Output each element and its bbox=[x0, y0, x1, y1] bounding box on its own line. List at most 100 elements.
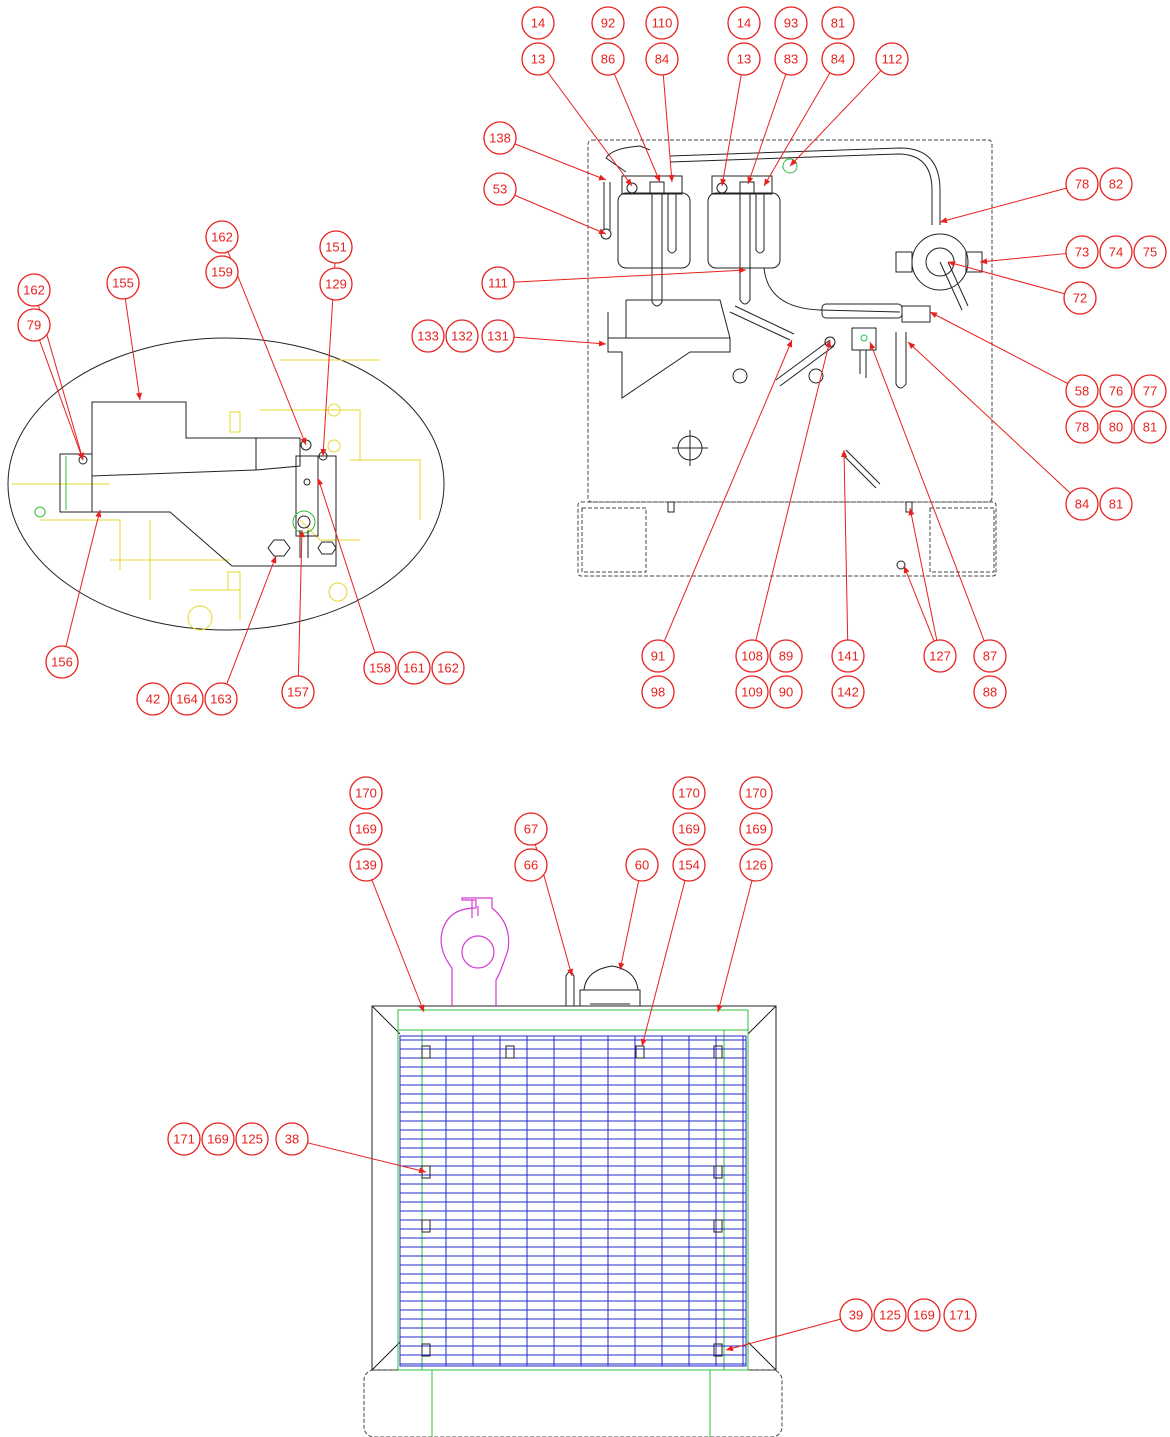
callout-balloon: 110 bbox=[645, 6, 679, 40]
callout-balloon: 84 bbox=[821, 42, 855, 76]
balloon-circle bbox=[1065, 410, 1099, 444]
balloon-circle bbox=[514, 812, 548, 846]
leader-arrowhead bbox=[841, 450, 848, 458]
balloon-circle bbox=[875, 42, 909, 76]
leader-arrowhead bbox=[668, 174, 675, 182]
callout-balloon: 76 bbox=[1099, 374, 1133, 408]
leader-line bbox=[717, 880, 753, 1013]
balloon-circle bbox=[821, 6, 855, 40]
balloon-circle bbox=[735, 675, 769, 709]
balloon-label: 93 bbox=[784, 16, 798, 31]
callout-balloon: 84 bbox=[645, 42, 679, 76]
balloon-label: 66 bbox=[524, 858, 538, 873]
mounting-bolt bbox=[713, 1045, 723, 1059]
callout-balloon: 141 bbox=[831, 639, 865, 673]
leader-line bbox=[939, 187, 1067, 223]
balloon-circle bbox=[363, 651, 397, 685]
callout-balloon: 84 bbox=[1065, 487, 1099, 521]
leader-line bbox=[613, 73, 661, 183]
balloon-circle bbox=[319, 230, 353, 264]
balloon-circle bbox=[205, 255, 239, 289]
callout-balloon: 161 bbox=[397, 651, 431, 685]
callout-balloon: 81 bbox=[821, 6, 855, 40]
callout-balloon: 81 bbox=[1099, 487, 1133, 521]
balloon-circle bbox=[481, 266, 515, 300]
leader-line bbox=[725, 1318, 841, 1351]
balloon-circle bbox=[672, 812, 706, 846]
leader-line bbox=[307, 1142, 427, 1173]
balloon-label: 80 bbox=[1109, 420, 1123, 435]
callout-balloon: 169 bbox=[672, 812, 706, 846]
balloon-circle bbox=[1099, 410, 1133, 444]
balloon-circle bbox=[483, 172, 517, 206]
balloon-circle bbox=[873, 1298, 907, 1332]
balloon-circle bbox=[235, 1122, 269, 1156]
balloon-label: 129 bbox=[325, 277, 347, 292]
leader-line bbox=[227, 251, 307, 446]
balloon-circle bbox=[739, 812, 773, 846]
callout-balloon: 164 bbox=[170, 682, 204, 716]
leader-arrowhead bbox=[567, 968, 574, 976]
leader-arrowhead bbox=[598, 174, 606, 181]
callout-balloon: 109 bbox=[735, 675, 769, 709]
balloon-label: 109 bbox=[741, 685, 763, 700]
callout-balloon: 78 bbox=[1065, 410, 1099, 444]
balloon-circle bbox=[1065, 235, 1099, 269]
balloon-circle bbox=[831, 675, 865, 709]
callout-balloon: 162 bbox=[17, 273, 51, 307]
balloon-circle bbox=[821, 42, 855, 76]
callout-balloon: 67 bbox=[514, 812, 548, 846]
callout-balloon: 151 bbox=[319, 230, 353, 264]
leader-line bbox=[514, 143, 607, 181]
leader-arrowhead bbox=[317, 478, 324, 486]
leader-line bbox=[641, 880, 686, 1047]
balloon-label: 162 bbox=[23, 283, 45, 298]
callout-balloon: 129 bbox=[319, 267, 353, 301]
balloon-circle bbox=[739, 848, 773, 882]
balloon-label: 138 bbox=[489, 131, 511, 146]
callout-balloon: 79 bbox=[17, 308, 51, 342]
balloon-label: 141 bbox=[837, 649, 859, 664]
balloon-circle bbox=[319, 267, 353, 301]
balloon-circle bbox=[591, 6, 625, 40]
leader-arrowhead bbox=[598, 340, 606, 347]
callout-balloon: 83 bbox=[774, 42, 808, 76]
leader-line bbox=[513, 336, 607, 345]
balloon-circle bbox=[205, 220, 239, 254]
callout-balloon: 162 bbox=[431, 651, 465, 685]
callout-balloon: 169 bbox=[907, 1298, 941, 1332]
leader-arrowhead bbox=[77, 452, 84, 460]
balloon-circle bbox=[45, 645, 79, 679]
balloon-label: 84 bbox=[655, 52, 669, 67]
leader-line bbox=[907, 341, 1071, 494]
balloon-label: 73 bbox=[1075, 245, 1089, 260]
balloon-circle bbox=[445, 319, 479, 353]
balloon-circle bbox=[201, 1122, 235, 1156]
balloon-label: 170 bbox=[745, 786, 767, 801]
leader-arrowhead bbox=[948, 260, 956, 267]
callout-balloon: 112 bbox=[875, 42, 909, 76]
mounting-bolt bbox=[713, 1219, 723, 1233]
balloon-label: 158 bbox=[369, 661, 391, 676]
callout-balloon: 73 bbox=[1065, 235, 1099, 269]
balloon-label: 131 bbox=[487, 329, 509, 344]
balloon-circle bbox=[17, 308, 51, 342]
leader-line bbox=[929, 311, 1069, 385]
balloon-label: 98 bbox=[651, 685, 665, 700]
leader-arrowhead bbox=[720, 178, 727, 186]
leader-arrowhead bbox=[270, 556, 277, 564]
leader-arrowhead bbox=[980, 258, 988, 265]
callout-balloon: 78 bbox=[1065, 167, 1099, 201]
leader-line bbox=[789, 70, 882, 167]
balloon-label: 78 bbox=[1075, 177, 1089, 192]
callout-balloon: 87 bbox=[973, 639, 1007, 673]
leader-line bbox=[909, 507, 938, 641]
mounting-bolt bbox=[421, 1219, 431, 1233]
callout-balloon: 163 bbox=[204, 682, 238, 716]
leader-arrowhead bbox=[618, 962, 625, 970]
callout-balloon: 169 bbox=[349, 812, 383, 846]
callout-balloon: 139 bbox=[349, 848, 383, 882]
balloon-circle bbox=[397, 651, 431, 685]
balloon-label: 13 bbox=[531, 52, 545, 67]
